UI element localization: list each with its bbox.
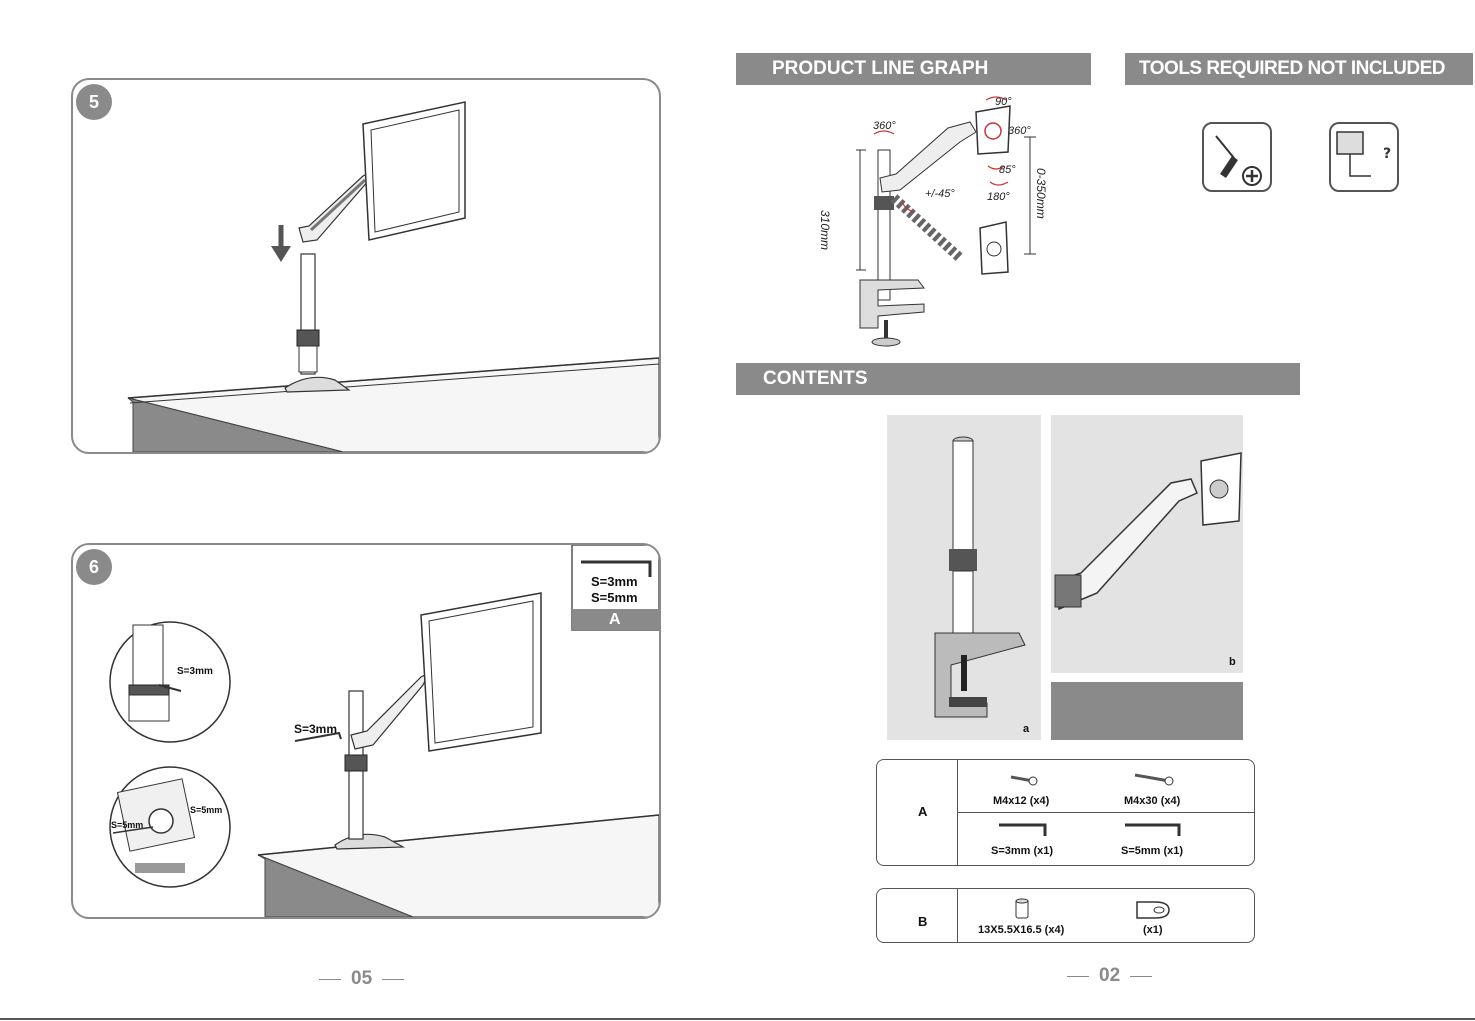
photo-a: a — [887, 415, 1041, 740]
table-b-item-clip: (x1) — [1143, 924, 1163, 936]
arm-image — [1051, 415, 1243, 673]
table-b-letter: B — [918, 914, 927, 929]
cable-clip-icon — [1135, 898, 1171, 920]
table-a-item-m4x30: M4x30 (x4) — [1124, 795, 1180, 807]
screw-short-icon — [1009, 772, 1039, 786]
tool-screwdriver — [1202, 122, 1272, 192]
page-number-left-text: 05 — [351, 968, 372, 990]
step-6-illustration — [73, 545, 659, 917]
arm-angle-label: +/-45° — [925, 188, 955, 200]
tilt-label: 85° — [999, 164, 1016, 176]
step-5-panel: 5 — [71, 78, 661, 454]
step-5-badge: 5 — [76, 84, 112, 120]
rot-right-label: 360° — [1008, 125, 1031, 137]
product-line-graph-drawing — [830, 92, 1070, 352]
table-a-item-s3mm: S=3mm (x1) — [991, 845, 1053, 857]
photo-b: b — [1051, 415, 1243, 673]
callout-bottom-right-label: S=5mm — [190, 805, 222, 815]
table-a-letter: A — [918, 804, 927, 819]
table-a-item-m4x12: M4x12 (x4) — [993, 795, 1049, 807]
tool-label-5mm: S=5mm — [591, 590, 638, 605]
tool-label-3mm: S=3mm — [591, 574, 638, 589]
step-6-badge: 6 — [76, 549, 112, 585]
table-a-divider-h — [957, 812, 1254, 813]
contents-header: CONTENTS — [736, 363, 1300, 395]
allen-key-question-icon: ? — [1331, 124, 1397, 190]
table-a-item-s5mm: S=5mm (x1) — [1121, 845, 1183, 857]
rot-top-label: 90° — [995, 96, 1012, 108]
contents-table-a: A M4x12 (x4) M4x30 (x4) S=3mm (x1) S=5mm… — [876, 759, 1255, 866]
contents-table-b: B 13X5.5X16.5 (x4) (x1) — [876, 888, 1255, 943]
height-range-label: 0-350mm — [1034, 168, 1048, 219]
bottom-rule — [0, 1018, 1475, 1020]
height-pole-label: 310mm — [818, 210, 832, 250]
page-number-right-text: 02 — [1099, 965, 1120, 987]
photo-placeholder — [1051, 682, 1243, 740]
hex-key-5mm-icon — [1123, 822, 1185, 838]
callout-top-label: S=3mm — [177, 666, 213, 677]
product-line-graph-header: PRODUCT LINE GRAPH — [736, 53, 1091, 85]
photo-b-tag: b — [1229, 656, 1236, 668]
step-5-illustration — [73, 80, 659, 452]
svg-text:?: ? — [1383, 146, 1391, 162]
spacer-icon — [1014, 897, 1030, 921]
photo-a-tag: a — [1023, 723, 1029, 735]
tool-hex-key: ? — [1329, 122, 1399, 192]
tools-required-header: TOOLS REQUIRED NOT INCLUDED — [1125, 53, 1473, 85]
callout-bottom-left-label: S=5mm — [111, 820, 143, 830]
tool-tag: A — [609, 611, 621, 629]
screw-long-icon — [1133, 772, 1175, 786]
step-6-panel: 6 S=3mm S=5mm A S=3mm S=5mm S=5mm S=3mm — [71, 543, 661, 919]
page-number-left: 05 — [319, 968, 404, 990]
table-b-item-spacer: 13X5.5X16.5 (x4) — [978, 924, 1064, 936]
hex-key-3mm-icon — [997, 822, 1049, 838]
pole-clamp-image — [887, 415, 1041, 740]
rot-top-left-label: 360° — [873, 120, 896, 132]
swivel-label: 180° — [987, 191, 1010, 203]
screwdriver-plus-icon — [1204, 124, 1270, 190]
page-number-right: 02 — [1067, 965, 1152, 987]
main-hex-label: S=3mm — [294, 722, 337, 736]
table-b-divider-v — [957, 889, 958, 942]
